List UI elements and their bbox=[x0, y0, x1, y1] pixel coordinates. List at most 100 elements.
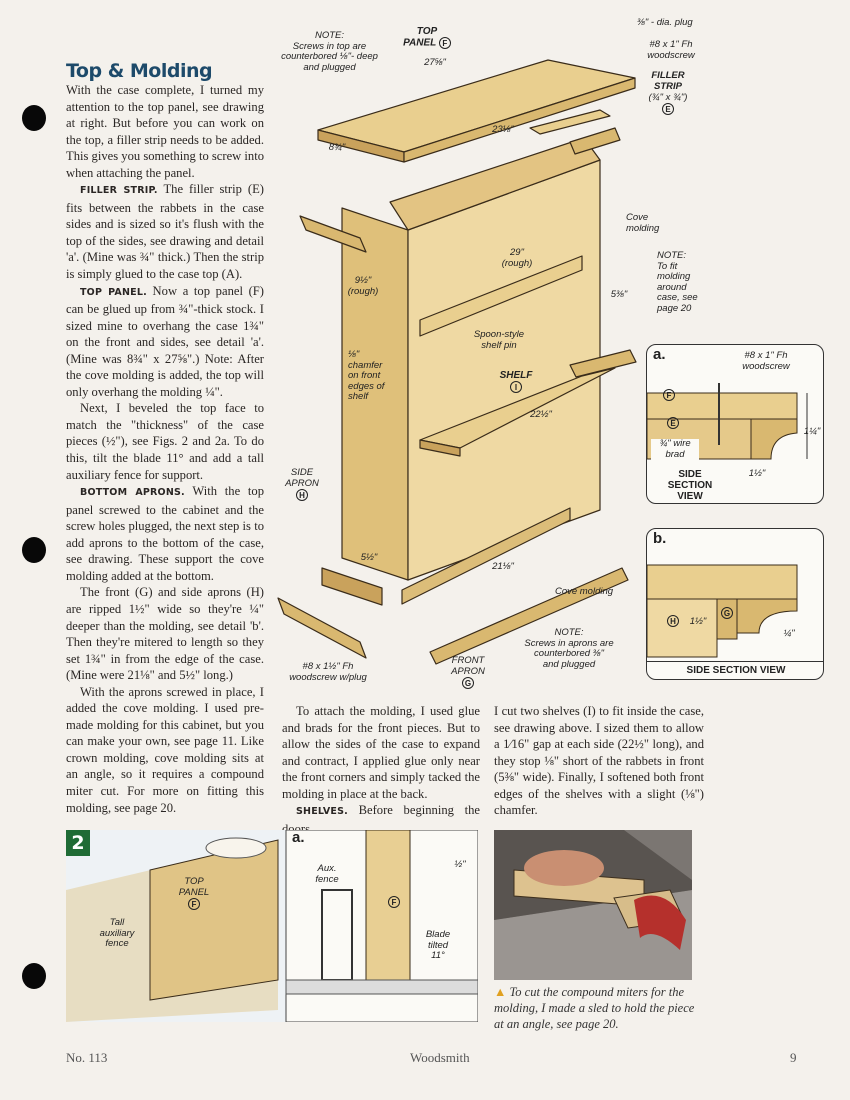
shelf-text: SHELF bbox=[499, 370, 533, 381]
dim-5half-label: 5½" bbox=[360, 552, 378, 563]
shelves-continued-paragraph: I cut two shelves (I) to fit inside the … bbox=[494, 704, 704, 818]
front-apron-paragraph: The front (G) and side aprons (H) are ri… bbox=[66, 585, 264, 683]
detail-a-view: SIDE SECTION VIEW bbox=[665, 469, 715, 502]
plug-label: ⅜" - dia. plug bbox=[637, 17, 693, 28]
detail-a-dim-112: 1½" bbox=[748, 468, 766, 479]
top-panel-letter: F bbox=[438, 37, 451, 49]
detail-b-letter-g: G bbox=[721, 607, 733, 619]
filler-size-text: (¾" x ¾") bbox=[648, 92, 688, 103]
filler-strip-shape bbox=[529, 109, 611, 135]
figure-2-number: 2 bbox=[66, 830, 90, 856]
shelf-pin-label: Spoon-style shelf pin bbox=[473, 329, 525, 351]
top-panel-paragraph: TOP PANEL. Now a top panel (F) can be gl… bbox=[66, 283, 264, 401]
detail-a-letter-e: E bbox=[667, 417, 679, 429]
figure-2a-blade: Blade tilted 11° bbox=[425, 929, 451, 961]
text-column-1: With the case complete, I turned my atte… bbox=[66, 82, 264, 816]
detail-b-panel: b. H G 1½" ¼" SIDE SECTION VIEW bbox=[646, 528, 824, 680]
cove-paragraph: With the aprons screwed in place, I adde… bbox=[66, 684, 264, 815]
top-panel-label: TOP PANEL F bbox=[398, 26, 456, 49]
figure-2-top-panel-text: TOP PANEL bbox=[178, 876, 210, 898]
footer-issue: No. 113 bbox=[66, 1050, 108, 1065]
caption-triangle-icon: ▲ bbox=[494, 985, 507, 999]
figure-2-fence: Tall auxiliary fence bbox=[99, 917, 135, 949]
shelf-upper bbox=[419, 255, 583, 337]
dim-22-label: 22½" bbox=[530, 409, 552, 420]
dim-23-label: 23⅛" bbox=[492, 124, 514, 135]
note-aprons-label: NOTE: Screws in aprons are counterbored … bbox=[524, 627, 614, 670]
aprons-runin: BOTTOM APRONS. bbox=[80, 487, 185, 499]
detail-b-tag: b. bbox=[653, 530, 667, 547]
side-apron-shape bbox=[321, 567, 383, 606]
woodscrew-top-label: #8 x 1" Fh woodscrew bbox=[647, 39, 695, 61]
filler-strip-label: FILLER STRIP (¾" x ¾") E bbox=[640, 70, 696, 115]
section-heading: Top & Molding bbox=[66, 60, 213, 82]
side-apron-text: SIDE APRON bbox=[285, 467, 319, 489]
detail-b-view: SIDE SECTION VIEW bbox=[647, 661, 823, 676]
filler-strip-paragraph: FILLER STRIP. The filler strip (E) fits … bbox=[66, 181, 264, 282]
detail-b-dim-112: 1½" bbox=[689, 616, 707, 627]
binder-hole-top bbox=[22, 105, 46, 131]
side-apron-letter: H bbox=[296, 489, 308, 501]
dim-9-label: 9½" (rough) bbox=[347, 275, 379, 297]
photo-caption: ▲ To cut the compound miters for the mol… bbox=[494, 984, 704, 1032]
top-runin: TOP PANEL. bbox=[80, 286, 147, 298]
dim-29-label: 29" (rough) bbox=[501, 247, 533, 269]
note-fit-label: NOTE: To fit molding around case, see pa… bbox=[657, 250, 698, 314]
detail-a-dim-114: 1¼" bbox=[803, 426, 821, 437]
cove-molding-bottom bbox=[429, 567, 629, 665]
filler-text: The filler strip (E) fits between the ra… bbox=[66, 182, 265, 282]
filler-strip-text: FILLER STRIP bbox=[651, 70, 685, 92]
aprons-paragraph: BOTTOM APRONS. With the top panel screwe… bbox=[66, 483, 264, 584]
dim-27-label: 27⅝" bbox=[424, 57, 446, 68]
front-apron-text: FRONT APRON bbox=[451, 655, 485, 677]
note-top-label: NOTE: Screws in top are counterbored ⅛"-… bbox=[281, 30, 378, 73]
detail-a-brad: ¾" wire brad bbox=[651, 438, 699, 460]
detail-a-letter-f: F bbox=[663, 389, 675, 401]
figure-2a-letter-f: F bbox=[388, 896, 400, 908]
chamfer-label: ⅛" chamfer on front edges of shelf bbox=[348, 349, 385, 402]
cove-molding-bottom-label: Cove molding bbox=[554, 586, 614, 597]
front-apron-letter: G bbox=[462, 677, 474, 689]
filler-runin: FILLER STRIP. bbox=[80, 185, 158, 197]
top-text: Now a top panel (F) can be glued up from… bbox=[66, 283, 265, 399]
detail-b-drawing bbox=[647, 564, 798, 658]
detail-a-panel: a. #8 x 1" Fh woodscrew F E ¾" wire brad… bbox=[646, 344, 824, 504]
dim-8-label: 8¾" bbox=[328, 142, 346, 153]
footer-page-number: 9 bbox=[790, 1050, 797, 1065]
binder-hole-middle bbox=[22, 537, 46, 563]
sled-photo bbox=[494, 830, 692, 980]
filler-letter: E bbox=[662, 103, 674, 115]
intro-paragraph: With the case complete, I turned my atte… bbox=[66, 83, 264, 180]
shelf-letter: I bbox=[510, 381, 522, 393]
figure-2a-tag: a. bbox=[292, 830, 305, 846]
cove-molding-top-label: Cove molding bbox=[626, 212, 660, 234]
text-column-2: To attach the molding, I used glue and b… bbox=[282, 703, 480, 837]
figure-2a-half: ½" bbox=[454, 859, 466, 870]
front-apron-shape bbox=[401, 507, 571, 605]
exploded-cabinet-drawing bbox=[277, 59, 637, 665]
shelves-runin: SHELVES. bbox=[296, 806, 348, 818]
detail-b-letter-h: H bbox=[667, 615, 679, 627]
figure-2-drawing bbox=[66, 830, 478, 1022]
dim-5-label: 5⅜" bbox=[610, 289, 628, 300]
woodscrew-plug-label: #8 x 1½" Fh woodscrew w/plug bbox=[289, 661, 367, 683]
figure-2a-aux-fence: Aux. fence bbox=[315, 863, 339, 885]
detail-b-dim-14: ¼" bbox=[783, 628, 795, 639]
figure-2-top-panel-letter: F bbox=[188, 898, 200, 910]
binder-hole-bottom bbox=[22, 963, 46, 989]
footer-magazine: Woodsmith bbox=[410, 1050, 470, 1065]
cove-molding-top bbox=[299, 215, 367, 253]
detail-a-screw: #8 x 1" Fh woodscrew bbox=[742, 350, 790, 372]
photo-caption-text: To cut the compound miters for the moldi… bbox=[494, 985, 695, 1031]
top-panel-text: TOP PANEL bbox=[403, 26, 438, 49]
detail-a-tag: a. bbox=[653, 346, 666, 363]
text-column-3: I cut two shelves (I) to fit inside the … bbox=[494, 703, 704, 819]
dim-21-label: 21⅛" bbox=[492, 561, 514, 572]
aprons-text: With the top panel screwed to the cabine… bbox=[66, 484, 264, 583]
attach-molding-paragraph: To attach the molding, I used glue and b… bbox=[282, 704, 480, 801]
